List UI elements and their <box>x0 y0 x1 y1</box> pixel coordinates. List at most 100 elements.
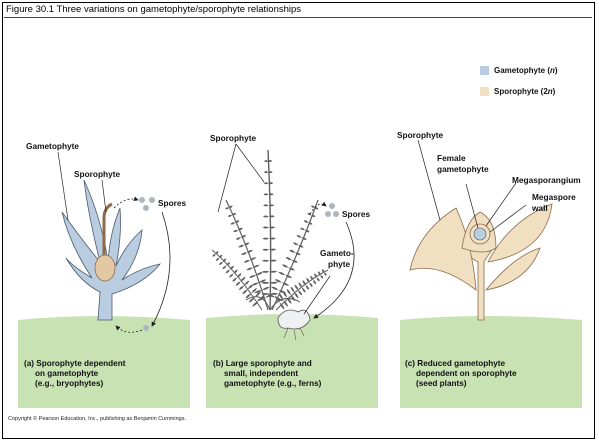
fern-leaflet <box>300 228 305 230</box>
fern-leaflet <box>292 260 298 263</box>
fern-leaflet <box>262 238 269 240</box>
spore <box>143 205 149 211</box>
fern-leaflet <box>295 293 299 299</box>
female-gametophyte <box>474 228 486 240</box>
caption-b: (b) Large sporophyte and small, independ… <box>213 359 321 389</box>
bryophyte-gametophyte <box>62 180 160 320</box>
leader-sporophyte-c <box>418 140 440 220</box>
fern-leaflet <box>236 281 241 285</box>
fern-leaflet <box>291 295 295 301</box>
spore <box>333 211 339 217</box>
label-gametophyte-b1: Gameto- <box>320 248 354 258</box>
caption-c-line-2: dependent on sporophyte <box>405 369 517 379</box>
spore <box>149 197 155 203</box>
fern-leaflet <box>222 266 226 269</box>
caption-b-line-3: gametophyte (e.g., ferns) <box>213 379 321 389</box>
fern-leaflet <box>239 245 244 247</box>
fern-leaflet <box>298 290 302 296</box>
arrow-spores-to-gametophyte <box>314 222 354 318</box>
copyright-notice: Copyright © Pearson Education, Inc., pub… <box>8 416 186 422</box>
fern-leaflet <box>262 287 270 290</box>
fern-leaflet <box>216 251 219 254</box>
fern-leaflet <box>231 222 235 224</box>
fern-leaflet <box>321 275 324 279</box>
fern-leaflet <box>219 262 223 265</box>
label-megaspore-2: wall <box>531 203 548 213</box>
fern-leaflet <box>229 274 233 278</box>
fern-leaflet <box>288 267 294 270</box>
fern-leaflet <box>226 270 230 274</box>
fern-leaflet <box>302 280 305 285</box>
fern-sporophyte <box>212 150 328 310</box>
label-gametophyte-b2: phyte <box>328 259 351 269</box>
fern-leaflet <box>262 249 269 251</box>
fern-leaflet <box>242 289 248 294</box>
fern-leaflet <box>313 280 316 284</box>
fern-leaflet <box>291 287 295 293</box>
fern-leaflet <box>263 204 269 206</box>
label-spores-a: Spores <box>158 198 187 208</box>
caption-b-line-1: (b) Large sporophyte and <box>213 359 321 369</box>
fern-leaflet <box>216 258 219 261</box>
fern-leaflet <box>236 237 241 239</box>
caption-a-line-3: (e.g., bryophytes) <box>24 379 125 389</box>
label-sporophyte-a: Sporophyte <box>74 169 120 179</box>
fern-leaflet <box>256 272 263 275</box>
fern-leaflet <box>213 254 216 257</box>
caption-c: (c) Reduced gametophyte dependent on spo… <box>405 359 517 389</box>
fern-leaflet <box>286 257 292 260</box>
fern-leaflet <box>322 269 324 272</box>
label-female-2: gametophyte <box>437 164 489 174</box>
leader-sporophyte <box>102 180 106 212</box>
fern-leaflet <box>317 278 320 282</box>
fern-leaflet <box>295 252 301 255</box>
bryophyte-sporophyte-capsule <box>95 255 115 281</box>
fern-leaflet <box>306 285 309 290</box>
spore <box>325 211 331 217</box>
fern-leaflet <box>263 215 269 217</box>
fern-leaflet <box>262 260 269 262</box>
spore <box>143 325 149 331</box>
fern-leaflet <box>289 250 295 253</box>
fern-leaflet <box>246 267 253 270</box>
label-megasporangium: Megasporangium <box>512 175 581 185</box>
arrow-capsule-to-spores <box>114 199 138 208</box>
fern-leaflet <box>278 272 285 275</box>
fern-leaflet <box>309 283 312 288</box>
label-sporophyte-c: Sporophyte <box>397 130 443 140</box>
fern-leaflet <box>318 271 321 275</box>
fern-leaflet <box>302 288 306 293</box>
seed-plant-sporophyte <box>410 204 552 320</box>
label-female-1: Female <box>437 153 466 163</box>
fern-leaflet <box>264 171 268 173</box>
leader-gametophyte <box>58 152 68 220</box>
fern-leaflet <box>263 227 269 229</box>
fern-leaflet <box>271 287 279 290</box>
fern-leaflet <box>297 235 302 238</box>
fern-leaflet <box>295 284 299 290</box>
caption-b-line-2: small, independent <box>213 369 321 379</box>
fern-leaflet <box>287 289 291 295</box>
caption-c-line-3: (seed plants) <box>405 379 517 389</box>
fern-leaflet <box>293 242 298 245</box>
fern-leaflet <box>324 273 326 276</box>
fern-leaflet <box>264 160 268 162</box>
fern-leaflet <box>311 206 315 208</box>
leader-gametophyte-b <box>304 276 330 314</box>
leader-megasporangium <box>486 183 516 226</box>
fern-leaflet <box>233 230 238 232</box>
fern-leaflet <box>225 207 229 209</box>
fern-leaflet <box>244 281 249 286</box>
spore <box>139 197 145 203</box>
fern-leaflet <box>228 215 232 217</box>
fern-leaflet <box>244 260 250 263</box>
fern-leaflet <box>263 193 268 195</box>
caption-a: (a) Sporophyte dependent on gametophyte … <box>24 359 125 389</box>
fern-leaflet <box>232 278 237 282</box>
label-megaspore-1: Megaspore <box>532 192 576 202</box>
fern-leaflet <box>241 277 246 281</box>
fern-leaflet <box>283 291 287 298</box>
leader-sporophyte-b2 <box>236 144 264 182</box>
label-spores-b: Spores <box>342 209 371 219</box>
fern-leaflet <box>248 284 254 289</box>
